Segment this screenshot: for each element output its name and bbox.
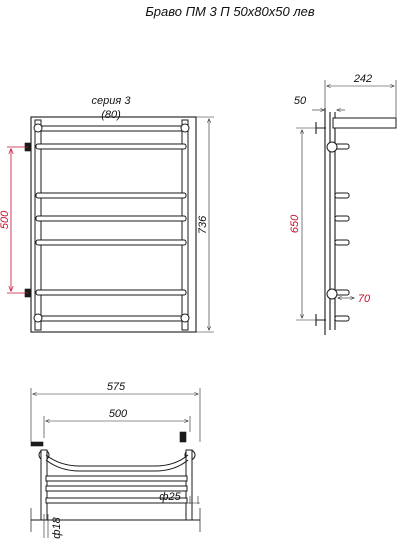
dim-front-height: 736 (197, 215, 209, 234)
rung-stub (334, 192, 350, 199)
side-rung-stubs (334, 143, 350, 322)
top-view-rung (45, 485, 188, 492)
rung (35, 192, 187, 199)
bracket (33, 123, 43, 133)
front-rungs (35, 125, 187, 322)
rung (35, 125, 187, 132)
side-bottom-connection (326, 288, 338, 300)
rung (35, 289, 187, 296)
rung (35, 315, 187, 322)
top-view-curved-rung-inner (45, 459, 189, 472)
dim-top-connection: 500 (109, 408, 128, 420)
top-view-rung (45, 497, 188, 504)
top-view-left-pipe (30, 441, 44, 447)
top-view-curved-rung (45, 454, 189, 467)
side-view: 242 50 650 70 (289, 73, 397, 335)
series-label: серия 3 (92, 95, 132, 107)
front-view: серия 3 (80) 500 736 (0, 95, 214, 333)
rung-stub (334, 315, 350, 322)
dim-side-bottom: 70 (358, 293, 371, 305)
top-view-rung (45, 475, 188, 482)
left-rail (34, 119, 42, 331)
dim-top-width: 575 (107, 381, 126, 393)
top-view: 575 500 ф25 ф18 (30, 381, 201, 539)
dim-top-pipe: ф25 (159, 491, 181, 503)
top-arm (332, 117, 397, 129)
rung-stub (334, 239, 350, 246)
bracket (180, 123, 190, 133)
dim-front-connection: 500 (0, 210, 11, 229)
rung (35, 143, 187, 150)
rung (35, 215, 187, 222)
dim-side-depth: 242 (353, 73, 372, 85)
bracket (180, 313, 190, 323)
dim-top-thread: ф18 (51, 516, 63, 538)
dim-side-offset: 50 (294, 95, 307, 107)
front-wall-outline (30, 116, 197, 333)
right-rail (181, 119, 189, 331)
rung (35, 239, 187, 246)
rung-stub (334, 215, 350, 222)
drawing-title: Браво ПМ 3 П 50х80х50 лев (145, 4, 315, 19)
top-view-right-pipe (179, 431, 187, 443)
bracket (33, 313, 43, 323)
dim-side-connection: 650 (289, 214, 301, 233)
series-code: (80) (101, 109, 121, 121)
side-top-connection (326, 141, 338, 153)
